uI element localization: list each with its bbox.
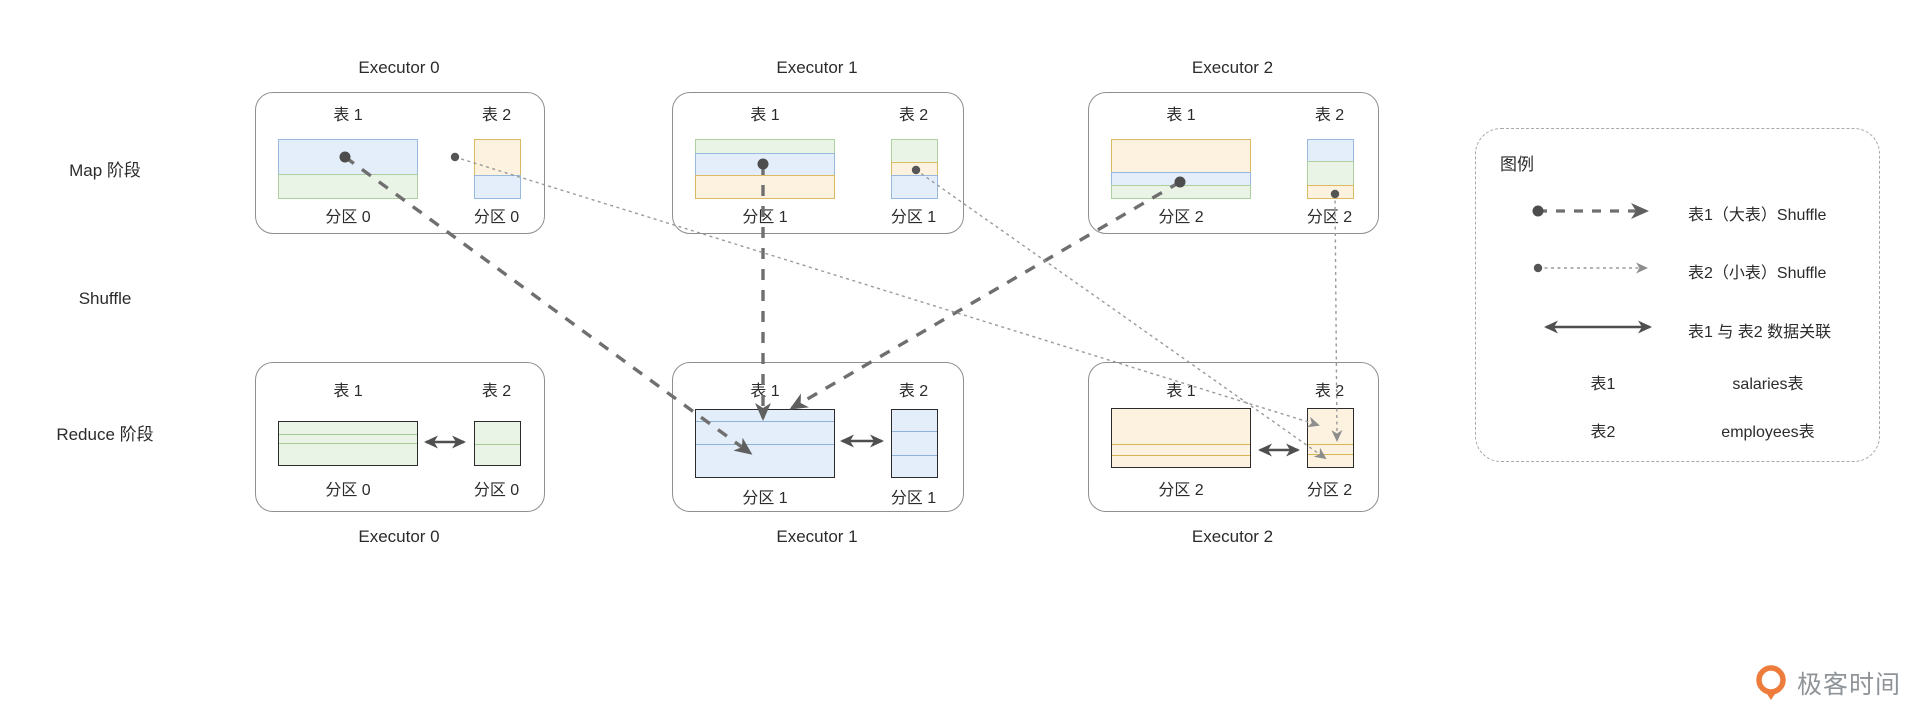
table2-label: 表 2 [898,107,929,124]
reduce-e1-table2 [891,409,938,478]
map-e1-table2 [891,139,938,200]
map-executor2-title: Executor 2 [1191,58,1274,77]
table-segment [695,153,835,176]
reduce-e0-table2 [474,421,521,466]
table2-label: 表 2 [481,107,512,124]
legend-item-join: 表1 与 表2 数据关联 [1688,324,1832,341]
table-segment [278,174,418,199]
partition-label: 分区 0 [473,482,520,499]
table-segment [474,139,521,177]
table2-label: 表 2 [898,383,929,400]
row-divider [1112,443,1250,445]
reduce-executor2-box: 表 1 表 2 分区 2 分区 2 [1088,362,1379,512]
legend-alias-table2: 表2 [1590,424,1616,441]
map-executor1-box: 表 1 表 2 分区 1 分区 1 [672,92,964,234]
legend-title: 图例 [1500,155,1534,174]
table1-label: 表 1 [750,383,780,400]
row-divider [1112,455,1250,457]
table-segment [1307,139,1354,162]
partition-label: 分区 0 [325,482,371,499]
legend-item-table1-shuffle: 表1（大表）Shuffle [1688,207,1827,224]
map-e1-table1 [695,139,835,199]
table-segment [1111,139,1251,174]
legend-alias-table1: 表1 [1590,376,1616,393]
partition-label: 分区 0 [325,209,371,226]
partition-label: 分区 1 [742,490,788,507]
legend-box [1475,128,1880,462]
partition-label: 分区 0 [473,209,520,226]
table1-label: 表 1 [333,383,363,400]
row-divider [892,454,937,456]
table-segment [1307,184,1354,199]
reduce-executor1-title: Executor 1 [776,527,858,546]
table-segment [278,139,418,176]
reduce-e0-table1 [278,421,418,466]
table-segment [891,174,938,200]
reduce-executor0-title: Executor 0 [358,527,440,546]
geektime-logo-text: 极客时间 [1797,671,1902,699]
reduce-e2-table1 [1111,408,1251,468]
row-divider [696,444,834,446]
table2-label: 表 2 [1314,107,1345,124]
table1-label: 表 1 [1166,107,1196,124]
partition-label: 分区 1 [890,209,937,226]
partition-label: 分区 1 [742,209,788,226]
reduce-executor0-box: 表 1 表 2 分区 0 分区 0 [255,362,545,512]
partition-label: 分区 2 [1306,482,1353,499]
table1-label: 表 1 [333,107,363,124]
map-e0-table1 [278,139,418,199]
map-e2-table2 [1307,139,1354,199]
partition-label: 分区 1 [890,490,937,507]
table-segment [474,175,521,199]
stage-label-reduce: Reduce 阶段 [56,425,154,444]
row-divider [279,442,417,444]
map-executor0-title: Executor 0 [358,58,440,77]
table-segment [891,139,938,164]
row-divider [1308,443,1353,445]
table1-label: 表 1 [1166,383,1196,400]
table-segment [695,174,835,199]
partition-label: 分区 2 [1158,209,1204,226]
table2-label: 表 2 [481,383,512,400]
map-e2-table1 [1111,139,1251,199]
table-segment [1307,160,1354,186]
legend-table-salaries: salaries表 [1732,376,1804,393]
row-divider [696,421,834,423]
stage-label-shuffle: Shuffle [78,289,132,308]
map-e0-table2 [474,139,521,199]
partition-label: 分区 2 [1306,209,1353,226]
reduce-executor1-box: 表 1 表 2 分区 1 分区 1 [672,362,964,512]
table2-label: 表 2 [1314,383,1345,400]
row-divider [279,434,417,436]
legend-table-employees: employees表 [1721,424,1815,441]
row-divider [475,443,520,445]
table-segment [1111,184,1251,199]
geektime-logo-icon [1756,665,1786,700]
reduce-e1-table1 [695,409,835,478]
table1-label: 表 1 [750,107,780,124]
row-divider [1308,454,1353,456]
partition-label: 分区 2 [1158,482,1204,499]
geektime-logo: 极客时间 [1752,663,1901,703]
row-divider [892,431,937,433]
table-segment [695,139,835,155]
map-executor2-box: 表 1 表 2 分区 2 分区 2 [1088,92,1379,234]
reduce-e2-table2 [1307,408,1354,468]
legend-item-table2-shuffle: 表2（小表）Shuffle [1688,265,1827,282]
stage-label-map: Map 阶段 [69,161,141,180]
map-executor1-title: Executor 1 [776,58,858,77]
map-executor0-box: 表 1 表 2 分区 0 分区 0 [255,92,545,234]
reduce-executor2-title: Executor 2 [1191,527,1274,546]
